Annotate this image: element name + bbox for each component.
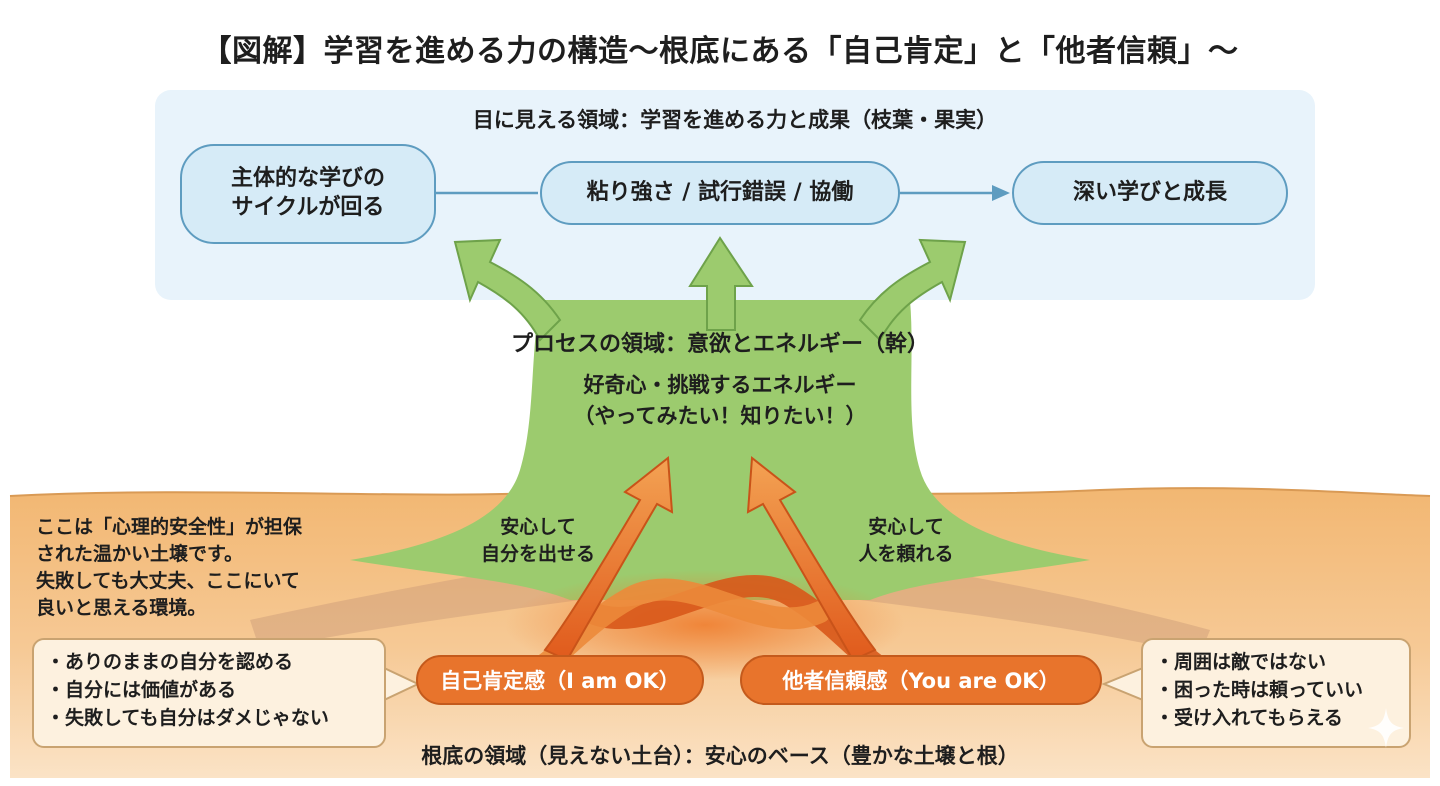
bubble-other-item: ・困った時は頼っていい bbox=[1155, 679, 1364, 701]
node-learning-cycle-line2: サイクルが回る bbox=[231, 195, 385, 220]
arrow-label-right-line2: 人を頼れる bbox=[858, 543, 954, 565]
root-self-affirmation: 自己肯定感（I am OK） bbox=[416, 655, 704, 705]
root-shadow-left bbox=[250, 560, 580, 650]
process-area-label: プロセスの領域：意欲とエネルギー（幹） bbox=[510, 332, 929, 357]
root-trust-in-others: 他者信頼感（You are OK） bbox=[740, 655, 1102, 705]
arrow-label-left: 安心して 自分を出せる bbox=[468, 514, 608, 568]
process-area-sub: 好奇心・挑戦するエネルギー （やってみたい！知りたい！） bbox=[470, 370, 970, 432]
arrow-label-left-line1: 安心して bbox=[500, 516, 576, 538]
node-perseverance: 粘り強さ / 試行錯誤 / 協働 bbox=[540, 161, 900, 225]
connector-2-head bbox=[992, 185, 1010, 201]
green-arrow-left bbox=[453, 238, 562, 342]
green-arrow-right bbox=[858, 238, 967, 342]
soil-line-2: された温かい土壌です。 bbox=[36, 543, 244, 565]
visible-area-label: 目に見える領域：学習を進める力と成果（枝葉・果実） bbox=[472, 108, 998, 132]
orange-arrow-right bbox=[746, 456, 877, 662]
trunk-shape bbox=[350, 300, 1090, 600]
bubble-self-item: ・自分には価値がある bbox=[46, 679, 237, 701]
arrow-label-left-line2: 自分を出せる bbox=[480, 543, 595, 565]
soil-line-4: 良いと思える環境。 bbox=[36, 597, 207, 619]
orange-arrow-left bbox=[543, 456, 674, 662]
root-shadow-right bbox=[860, 560, 1210, 655]
sparkle-icon bbox=[1368, 708, 1404, 748]
arrow-label-right-line1: 安心して bbox=[868, 516, 944, 538]
soil-line-3: 失敗しても大丈夫、ここにいて bbox=[36, 570, 300, 592]
diagram-title: 【図解】学習を進める力の構造〜根底にある「自己肯定」と「他者信頼」〜 bbox=[201, 34, 1239, 69]
arrow-label-right: 安心して 人を頼れる bbox=[836, 514, 976, 568]
foundation-area-label: 根底の領域（見えない土台）：安心のベース（豊かな土壌と根） bbox=[421, 744, 1019, 768]
bubble-self-item: ・ありのままの自分を認める bbox=[46, 651, 294, 673]
bubble-self-item: ・失敗しても自分はダメじゃない bbox=[46, 707, 329, 729]
bubble-self: ・ありのままの自分を認める ・自分には価値がある ・失敗しても自分はダメじゃない bbox=[32, 638, 386, 748]
soil-line-1: ここは「心理的安全性」が担保 bbox=[36, 516, 303, 538]
green-arrow-center bbox=[688, 236, 754, 331]
node-learning-cycle: 主体的な学びの サイクルが回る bbox=[180, 144, 436, 244]
bubble-other-item: ・周囲は敵ではない bbox=[1155, 651, 1327, 673]
soil-description: ここは「心理的安全性」が担保 された温かい土壌です。 失敗しても大丈夫、ここにい… bbox=[36, 514, 302, 622]
bubble-other: ・周囲は敵ではない ・困った時は頼っていい ・受け入れてもらえる bbox=[1141, 638, 1411, 748]
process-sub-line1: 好奇心・挑戦するエネルギー bbox=[583, 373, 857, 397]
bubble-other-item: ・受け入れてもらえる bbox=[1155, 707, 1343, 729]
node-learning-cycle-line1: 主体的な学びの bbox=[230, 166, 385, 192]
node-deep-learning: 深い学びと成長 bbox=[1012, 161, 1288, 225]
process-sub-line2: （やってみたい！知りたい！） bbox=[573, 404, 867, 428]
